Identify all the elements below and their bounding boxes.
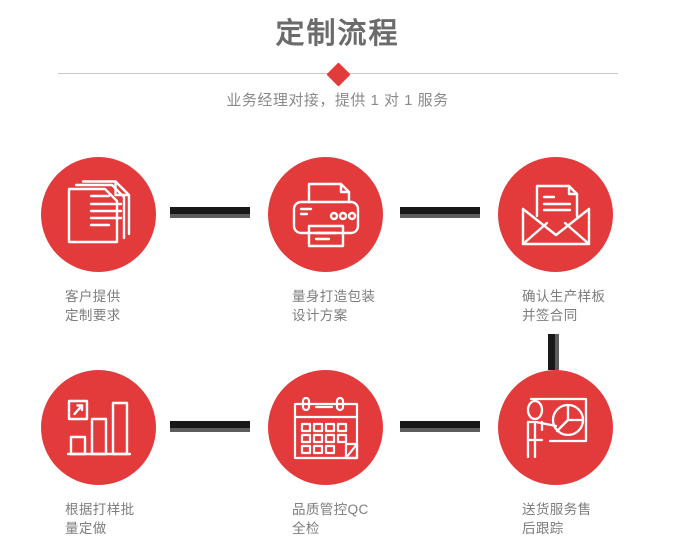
bar-chart-growth-icon	[41, 370, 156, 485]
calendar-icon	[268, 370, 383, 485]
step-5[interactable]: 品质管控QC 全检	[236, 370, 416, 536]
step-4-label: 根据打样批 量定做	[65, 502, 135, 536]
step-6[interactable]: 送货服务售 后跟踪	[466, 370, 646, 536]
envelope-letter-icon	[498, 157, 613, 272]
step-4[interactable]: 根据打样批 量定做	[9, 370, 189, 536]
connector-step3-step4	[548, 334, 559, 370]
step-2-label: 量身打造包装 设计方案	[292, 289, 376, 323]
connector-bar-shadow	[400, 428, 480, 432]
page-subtitle: 业务经理对接，提供 1 对 1 服务	[226, 92, 449, 109]
step-1-label: 客户提供 定制要求	[65, 289, 121, 323]
connector-bar	[170, 421, 250, 428]
connector-bar	[400, 421, 480, 428]
page-title: 定制流程	[275, 18, 400, 50]
connector-bar	[548, 334, 555, 370]
documents-stack-icon	[41, 157, 156, 272]
connector-bar-shadow	[400, 214, 480, 218]
connector-step2-step3	[400, 207, 480, 218]
step-5-label: 品质管控QC 全检	[292, 502, 369, 536]
connector-bar-shadow	[555, 334, 559, 370]
connector-step5-step6	[400, 421, 480, 432]
step-1[interactable]: 客户提供 定制要求	[9, 157, 189, 323]
step-3-label: 确认生产样板 并签合同	[522, 289, 606, 323]
presentation-pie-chart-icon	[498, 370, 613, 485]
connector-bar-shadow	[170, 214, 250, 218]
step-6-label: 送货服务售 后跟踪	[522, 502, 592, 536]
title-divider	[58, 61, 618, 87]
connector-bar	[400, 207, 480, 214]
header: 定制流程 业务经理对接，提供 1 对 1 服务	[0, 0, 675, 130]
connector-bar	[170, 207, 250, 214]
connector-step4-step5	[170, 421, 250, 432]
printer-icon	[268, 157, 383, 272]
connector-bar-shadow	[170, 428, 250, 432]
step-3[interactable]: 确认生产样板 并签合同	[466, 157, 646, 323]
step-2[interactable]: 量身打造包装 设计方案	[236, 157, 416, 323]
diamond-marker-icon	[325, 61, 351, 87]
connector-step1-step2	[170, 207, 250, 218]
